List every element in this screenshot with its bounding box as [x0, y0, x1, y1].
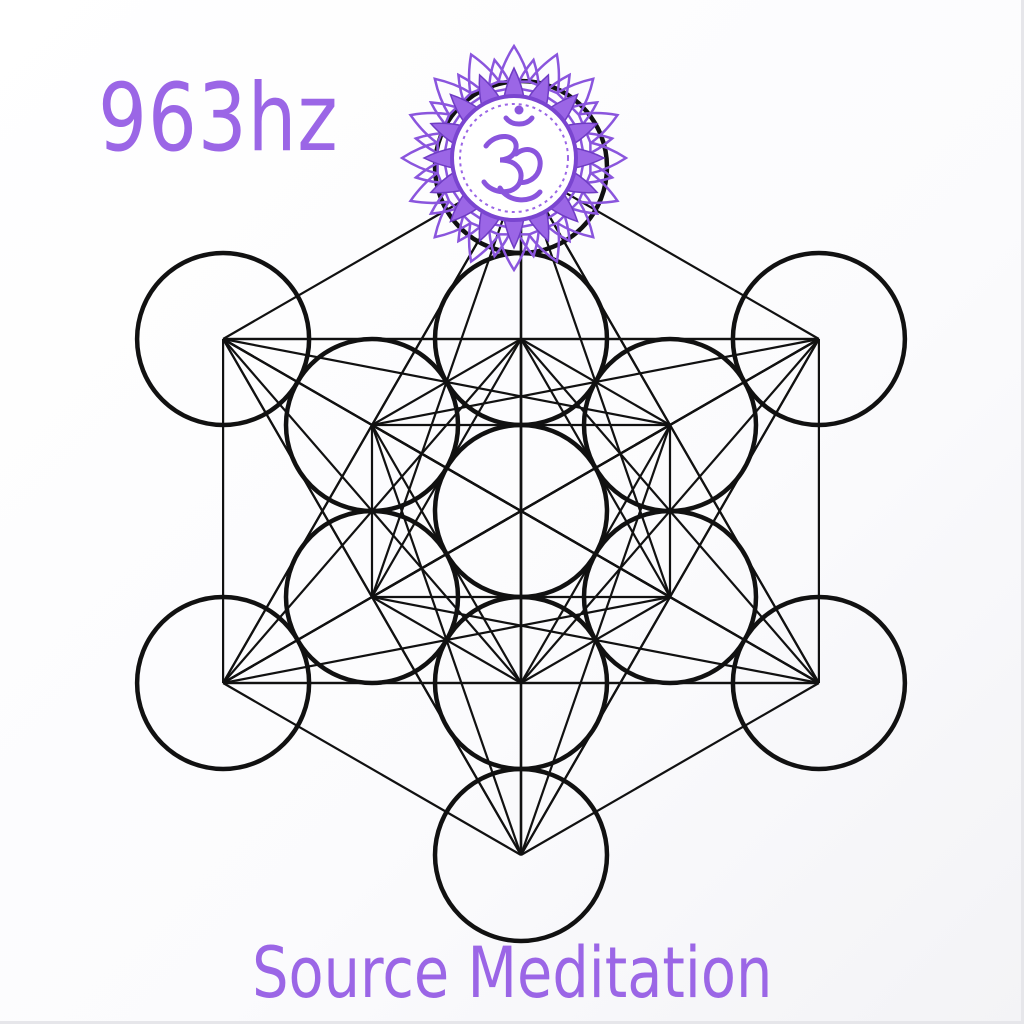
- sphere-circle: [581, 508, 759, 686]
- om-symbol-icon: [481, 115, 543, 203]
- sphere-circle: [730, 250, 908, 428]
- om-dot-icon: [514, 105, 524, 115]
- lotus-petal-icon: [502, 66, 526, 100]
- sphere-circle: [134, 250, 312, 428]
- frequency-label: 963hz: [98, 64, 339, 173]
- sphere-circle: [134, 594, 312, 772]
- sphere-circle: [730, 594, 908, 772]
- sphere-circle: [432, 766, 610, 944]
- cover-title-text: Source Meditation: [251, 932, 773, 1014]
- connecting-line: [520, 682, 820, 856]
- sphere-circle: [283, 336, 461, 514]
- lotus-petal-icon: [572, 146, 606, 170]
- lotus-petal-icon: [422, 146, 456, 170]
- sphere-circles: [134, 78, 908, 944]
- connecting-line: [222, 338, 522, 856]
- connecting-line: [222, 338, 820, 684]
- lotus-petal-icon: [502, 216, 526, 250]
- connecting-line: [222, 682, 522, 856]
- cover-title: Source Meditation: [0, 938, 1024, 1008]
